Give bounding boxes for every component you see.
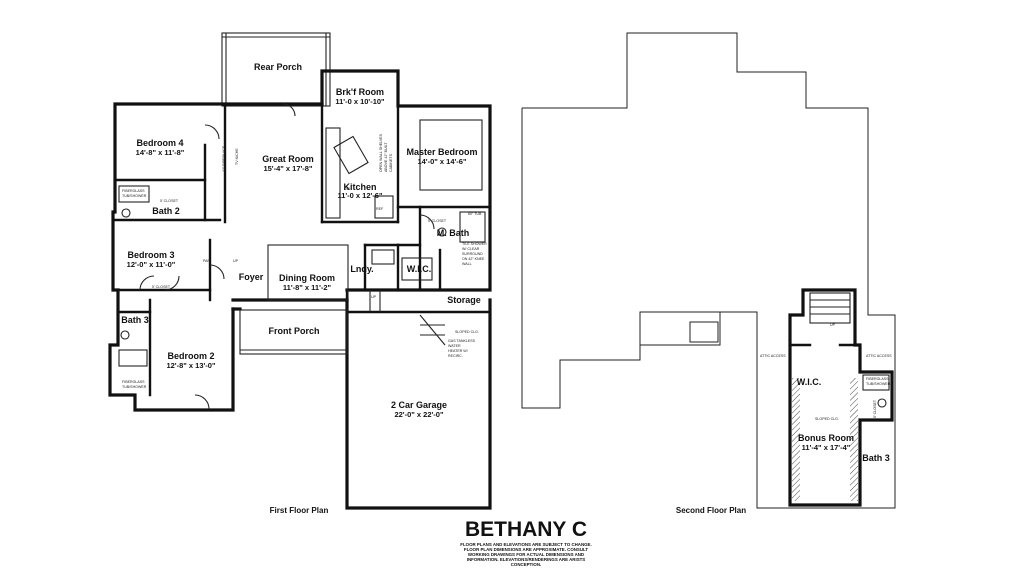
- gas-tank-note-2: WATER: [448, 344, 461, 348]
- interior-walls: [111, 102, 492, 397]
- tub-note: 60" TUB: [468, 212, 482, 216]
- master-bedroom-label: Master Bedroom: [406, 147, 477, 157]
- master-bedroom-dims: 14'-0" x 14'-6": [417, 157, 466, 166]
- garage-label: 2 Car Garage: [391, 400, 447, 410]
- brkf-room-dims: 11'-0 x 10'-10": [335, 97, 385, 106]
- shower-note-2: W/ CLEAR: [462, 247, 480, 251]
- kitchen-dims: 11'-0 x 12'-6": [337, 191, 383, 200]
- bedroom3-dims: 12'-0" x 11'-0": [127, 260, 176, 269]
- garage-stairs: [369, 290, 446, 346]
- second-floor-caption: Second Floor Plan: [676, 506, 746, 515]
- pan-note: PAN: [203, 259, 211, 263]
- disclaimer-line-3: WORKING DRAWINGS FOR ACTUAL DIMENSIONS A…: [468, 552, 584, 557]
- bedroom4-label: Bedroom 4: [136, 138, 183, 148]
- second-floor-stairs: [809, 292, 851, 324]
- fiberglass-note-1a: FIBERGLASS: [122, 189, 145, 193]
- disclaimer-line-4: INFORMATION. ELEVATIONS/RENDERINGS ARE A…: [467, 557, 586, 562]
- fiberglass-note-1b: TUB/SHOWER: [122, 194, 147, 198]
- brkf-room-label: Brk'f Room: [336, 87, 384, 97]
- gas-tank-note-1: GAS TANKLESS: [448, 339, 476, 343]
- up-note: UP: [371, 295, 377, 299]
- bonus-room-label: Bonus Room: [798, 433, 854, 443]
- cabinet-note-2: ABOVE 42" BUILT: [384, 142, 388, 172]
- second-floor-toilet: [877, 398, 887, 408]
- wic-label: W.I.C.: [407, 264, 432, 274]
- fiberglass-note-2b: TUB/SHOWER: [122, 385, 147, 389]
- dining-room-outline: [267, 244, 349, 301]
- ref-note: REF: [376, 207, 384, 211]
- tv-niche-note: TV NICHE: [235, 148, 239, 165]
- second-wic-label: W.I.C.: [797, 377, 822, 387]
- second-floor-tub: [862, 374, 890, 391]
- fiberglass-note-2a: FIBERGLASS: [122, 380, 145, 384]
- disclaimer-line-2: FLOOR PLAN DIMENSIONS ARE APPROXIMATE. C…: [464, 547, 588, 552]
- lndy-label: Lndy.: [350, 264, 373, 274]
- roof-outline: [521, 32, 896, 509]
- storage-label: Storage: [447, 295, 481, 305]
- second-floor-walls: [788, 288, 894, 507]
- fireplace-note: 42" FIREPLACE: [222, 145, 226, 172]
- bath-fixtures: [118, 185, 486, 367]
- bedroom4-dims: 14'-8" x 11'-8": [136, 148, 185, 157]
- second-fiberglass-2: TUB/SHOWER: [866, 382, 891, 386]
- slope-hatch-left: [792, 378, 800, 501]
- door-swings: [139, 103, 435, 410]
- plan-title: BETHANY C: [465, 518, 587, 541]
- attic-access-1: ATTIC ACCESS: [760, 354, 786, 358]
- second-floor-plan: W.I.C. Bonus Room 11'-4" x 17'-4" Bath 3…: [521, 32, 896, 515]
- gas-tank-note-4: RECIRC.: [448, 354, 463, 358]
- up-note-2: UP: [233, 259, 239, 263]
- second-sloped: SLOPED CLG.: [815, 417, 839, 421]
- shower-note-4: ON 42" KNEE: [462, 257, 485, 261]
- second-up: UP: [830, 323, 836, 327]
- front-porch-label: Front Porch: [269, 326, 320, 336]
- kitchen-fixtures: [325, 119, 483, 219]
- front-porch-outline: [239, 309, 348, 355]
- great-room-label: Great Room: [262, 154, 314, 164]
- garage-dims: 22'-0" x 22'-0": [394, 410, 443, 419]
- title-block: BETHANY C FLOOR PLANS AND ELEVATIONS ARE…: [460, 518, 591, 567]
- kitchen-label: Kitchen: [343, 182, 376, 192]
- closet-note-1: 5' CLOSET: [160, 199, 179, 203]
- closet-note-2: 5' CLOSET: [152, 285, 171, 289]
- second-fiberglass-1: FIBERGLASS: [866, 377, 889, 381]
- disclaimer-line-1: FLOOR PLANS AND ELEVATIONS ARE SUBJECT T…: [460, 542, 591, 547]
- closet-note-3: 5' CLOSET: [428, 219, 447, 223]
- cabinet-note-1: OPEN WALL SHELVES: [379, 133, 383, 172]
- dw-note: DW: [344, 187, 351, 191]
- disclaimer-line-5: CONCEPTION.: [511, 562, 542, 567]
- bath3-label: Bath 3: [121, 315, 149, 325]
- bedroom3-label: Bedroom 3: [127, 250, 174, 260]
- attic-access-2: ATTIC ACCESS: [866, 354, 892, 358]
- first-floor-caption: First Floor Plan: [270, 506, 329, 515]
- dining-room-label: Dining Room: [279, 273, 335, 283]
- cabinet-note-3: CABINETS: [389, 153, 393, 172]
- sloped-note: SLOPED CLG.: [455, 330, 479, 334]
- second-bath3-label: Bath 3: [862, 453, 890, 463]
- first-floor-plan: Rear Porch Brk'f Room 11'-0 x 10'-10" Be…: [108, 32, 492, 515]
- bath2-label: Bath 2: [152, 206, 180, 216]
- bonus-room-dims: 11'-4" x 17'-4": [802, 443, 851, 452]
- dining-room-dims: 11'-8" x 11'-2": [283, 283, 332, 292]
- m-bath-label: M. Bath: [437, 228, 470, 238]
- shower-note-5: WALL: [462, 262, 472, 266]
- shower-note-3: SURROUND: [462, 252, 483, 256]
- bedroom2-label: Bedroom 2: [167, 351, 214, 361]
- foyer-label: Foyer: [239, 272, 264, 282]
- slope-hatch-right: [850, 378, 858, 501]
- second-closet: 5' CLOSET: [873, 399, 877, 418]
- shower-note-1: TILE SHOWER: [462, 242, 487, 246]
- gas-tank-note-3: HEATER W/: [448, 349, 468, 353]
- great-room-dims: 15'-4" x 17'-8": [263, 164, 312, 173]
- rear-porch-label: Rear Porch: [254, 62, 302, 72]
- bedroom2-dims: 12'-8" x 13'-0": [166, 361, 215, 370]
